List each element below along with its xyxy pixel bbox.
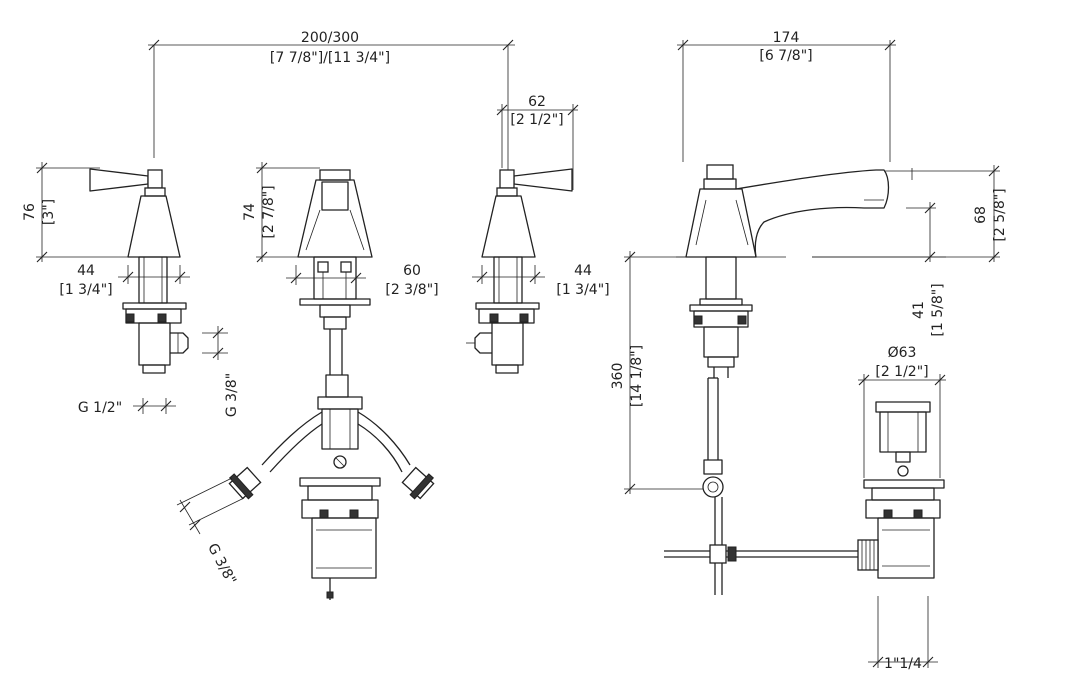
spout-body — [664, 164, 946, 595]
center-shank-value: 60 — [403, 263, 421, 279]
spout-height-value: 68 — [973, 206, 989, 224]
center-shank-value-inch: [2 3/8"] — [385, 282, 438, 298]
spread-value-inch: [7 7/8"]/[11 3/4"] — [270, 50, 390, 66]
total-length-dimension: 360 [14 1/8"] — [610, 251, 703, 495]
center-valve — [228, 169, 435, 600]
spout-reach-value: 174 — [773, 30, 800, 46]
spout-height-value-inch: [2 5/8"] — [992, 188, 1008, 241]
spout-reach-value-inch: [6 7/8"] — [759, 48, 812, 64]
total-length-value: 360 — [610, 363, 626, 390]
waste-thread-label: 1"1/4 — [884, 656, 922, 672]
inlet-connection-dimension: G 1/2" — [78, 398, 176, 416]
spout-height-dimension: 68 [2 5/8"] — [812, 165, 1008, 263]
right-diameter-value: 44 — [574, 263, 592, 279]
center-height-dimension: 74 [2 7/8"] — [242, 162, 320, 263]
handle-width-value: 62 — [528, 94, 546, 110]
left-diameter-value: 44 — [77, 263, 95, 279]
center-shank-dimension: 60 [2 3/8"] — [286, 263, 439, 298]
left-height-dimension: 76 [3"] — [22, 162, 130, 263]
left-height-value-inch: [3"] — [41, 199, 57, 225]
center-height-value-inch: [2 7/8"] — [261, 185, 277, 238]
outlet-connection-dimension: G 3/8" — [202, 326, 240, 417]
spread-dimension: 200/300 [7 7/8"]/[11 3/4"] — [148, 30, 515, 170]
waste-thread-dimension: 1"1/4 — [868, 596, 938, 672]
outlet-connection-label: G 3/8" — [224, 373, 240, 417]
left-diameter-value-inch: [1 3/4"] — [59, 282, 112, 298]
left-diameter-dimension: 44 [1 3/4"] — [59, 263, 190, 298]
drain-assembly — [857, 401, 945, 579]
hose-connection-dimension: G 3/8" — [176, 477, 245, 588]
left-height-value: 76 — [22, 203, 38, 221]
drain-diameter-value-inch: [2 1/2"] — [875, 364, 928, 380]
total-length-value-inch: [14 1/8"] — [629, 345, 645, 407]
right-valve — [466, 168, 573, 374]
drain-diameter-dimension: Ø63 [2 1/2"] — [858, 345, 946, 478]
spout-clearance-value-inch: [1 5/8"] — [930, 283, 946, 336]
spout-reach-dimension: 174 [6 7/8"] — [677, 30, 896, 162]
spread-value: 200/300 — [301, 30, 359, 46]
left-valve — [89, 168, 189, 374]
handle-width-dimension: 62 [2 1/2"] — [496, 94, 579, 190]
drain-diameter-value: Ø63 — [888, 345, 917, 361]
spout-clearance-dimension: 41 [1 5/8"] — [906, 202, 946, 337]
handle-width-value-inch: [2 1/2"] — [510, 112, 563, 128]
hose-connection-label: G 3/8" — [204, 541, 239, 588]
inlet-connection-label: G 1/2" — [78, 400, 122, 416]
spout-clearance-value: 41 — [911, 301, 927, 319]
right-diameter-dimension: 44 [1 3/4"] — [472, 263, 610, 298]
center-height-value: 74 — [242, 203, 258, 221]
right-diameter-value-inch: [1 3/4"] — [556, 282, 609, 298]
